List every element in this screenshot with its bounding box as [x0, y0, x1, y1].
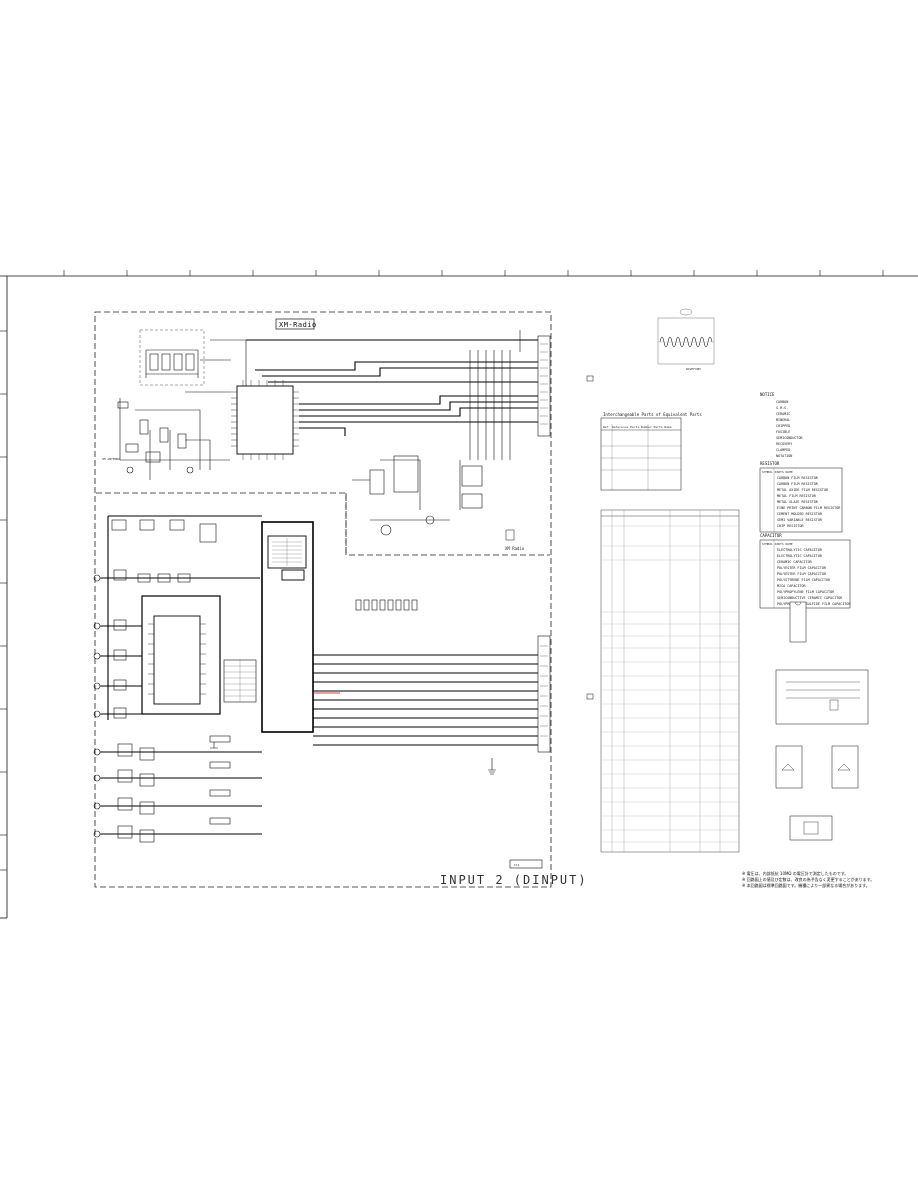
capacitor-row-9: POLYPHENYLENE SULFIDE FILM CAPACITOR: [777, 602, 851, 606]
xm-lower-parts: [352, 455, 483, 536]
xm-subblock: [139, 329, 205, 386]
ic-label-box: [509, 859, 543, 869]
xm-ref-box: [505, 529, 515, 541]
resistor-title: RESISTOR: [760, 461, 780, 466]
capacitor-row-2: CERAMIC CAPACITOR: [777, 560, 813, 564]
xm-output-connector: [537, 335, 551, 437]
notes-title: NOTICE: [760, 392, 775, 397]
function-table-grid: [224, 660, 256, 702]
xm-decoder-chip: [236, 385, 294, 455]
board-boundary: [94, 311, 552, 888]
input-parts: [111, 519, 231, 843]
capacitor-row-6: MICA CAPACITOR: [777, 584, 807, 588]
resistor-table: [759, 467, 843, 533]
output-connector: [537, 635, 551, 753]
waveform-figure: [657, 308, 715, 365]
input-lines: [100, 515, 262, 835]
footnote-1: ※ 電圧は、内部抵抗 10MΩ の電圧計で測定したものです。: [742, 870, 848, 876]
mux-pins: [148, 623, 206, 695]
xm-subblock-parts: [145, 349, 199, 378]
note-1: S.R.S.: [776, 406, 788, 410]
parts-list-table: [600, 509, 740, 853]
resistor-row-3: METAL FILM RESISTOR: [777, 494, 817, 498]
resistor-row-5: FINE PRINT CARBON FILM RESISTOR: [777, 506, 841, 510]
resistor-row-2: METAL OXIDE FILM RESISTOR: [777, 488, 829, 492]
resistor-row-4: METAL GLAZE RESISTOR: [777, 500, 819, 504]
resistor-row-7: SEMI VARIABLE RESISTOR: [777, 518, 823, 522]
capacitor-row-4: POLYESTER FILM CAPACITOR: [777, 572, 827, 576]
note-9: NOTATION: [776, 454, 792, 458]
output-connector-pins: [540, 645, 548, 737]
selector-chip-grid: [272, 538, 302, 566]
resistor-row-8: CHIP RESISTOR: [777, 524, 804, 528]
interchangeable-header: Ref. Reference Parts Number Parts Name: [603, 425, 672, 429]
footnote-2: ※ 回路図上の値及び定数は、改良の為予告なく変更することがあります。: [742, 876, 874, 882]
capacitor-row-0: ELECTROLYTIC CAPACITOR: [777, 548, 823, 552]
resistor-header: SYMBOL PARTS NAME: [762, 470, 793, 474]
input-bus-frame: [261, 521, 314, 733]
capacitor-header: SYMBOL PARTS NAME: [762, 542, 793, 546]
resistor-row-6: CEMENT MOLDED RESISTOR: [777, 512, 823, 516]
row-ticks: [0, 330, 7, 871]
xm-radio-label-box: [275, 318, 315, 330]
capacitor-title: CAPACITOR: [760, 533, 782, 538]
capacitor-row-7: POLYPROPYLENE FILM CAPACITOR: [777, 590, 835, 594]
column-ticks: [63, 270, 884, 276]
ic-pinout-dip: [789, 601, 807, 643]
xm-bus-lines: [246, 339, 540, 436]
xm-connector-pins: [540, 343, 548, 425]
xm-ref-label: XM Radio: [505, 546, 525, 551]
interchangeable-table: [600, 417, 682, 491]
note-3: MINERAL: [776, 418, 790, 422]
capacitor-row-3: POLYESTER FILM CAPACITOR: [777, 566, 827, 570]
ic-label: IC1: [514, 863, 520, 867]
interchangeable-title: Interchangeable Parts of Equivalent Part…: [603, 412, 702, 417]
xm-left-label: XM ANTENNA: [102, 457, 120, 461]
marker-b: [586, 693, 594, 700]
note-2: CERAMIC: [776, 412, 790, 416]
ground-symbols: [210, 742, 496, 775]
waveform-label: WAVEFORM: [686, 367, 701, 371]
resistor-row-0: CARBON FILM RESISTOR: [777, 476, 819, 480]
input-mux-frame: [141, 595, 221, 715]
note-0: CARBON: [776, 400, 788, 404]
ic-pinout-small: [789, 815, 833, 841]
input-mux-chip: [153, 615, 201, 705]
output-bus: [313, 654, 540, 746]
parts-list-rules: [601, 525, 739, 843]
marker-a: [586, 375, 594, 382]
ic-pinout-block: [775, 669, 869, 725]
note-4: CHIPPED: [776, 424, 790, 428]
note-6: SEMICONDUCTOR: [776, 436, 803, 440]
xm-thin-lines: [119, 330, 521, 510]
xm-left-parts: [117, 401, 194, 474]
resistor-array: [355, 599, 418, 611]
capacitor-row-1: ELECTROLYTIC CAPACITOR: [777, 554, 823, 558]
section-title: INPUT 2 (DINPUT): [440, 873, 588, 887]
selector-chip-2: [281, 569, 305, 581]
xm-chip-pins: [231, 380, 299, 460]
capacitor-row-8: SEMICONDUCTIVE CERAMIC CAPACITOR: [777, 596, 843, 600]
note-7: RECOVERY: [776, 442, 792, 446]
resistor-row-1: CARBON FILM RESISTOR: [777, 482, 819, 486]
xm-radio-label: XM-Radio: [279, 321, 317, 329]
capacitor-table: [759, 539, 851, 609]
note-8: CLAMPED: [776, 448, 790, 452]
footnote-3: ※ 本回路図は標準回路図です。機種により一部異なる場合があります。: [742, 882, 870, 888]
note-5: FUSIBLE: [776, 430, 790, 434]
capacitor-row-5: POLYSTYRENE FILM CAPACITOR: [777, 578, 831, 582]
ic-pinout-pair: [775, 745, 859, 789]
sheet-frame: [0, 275, 918, 919]
